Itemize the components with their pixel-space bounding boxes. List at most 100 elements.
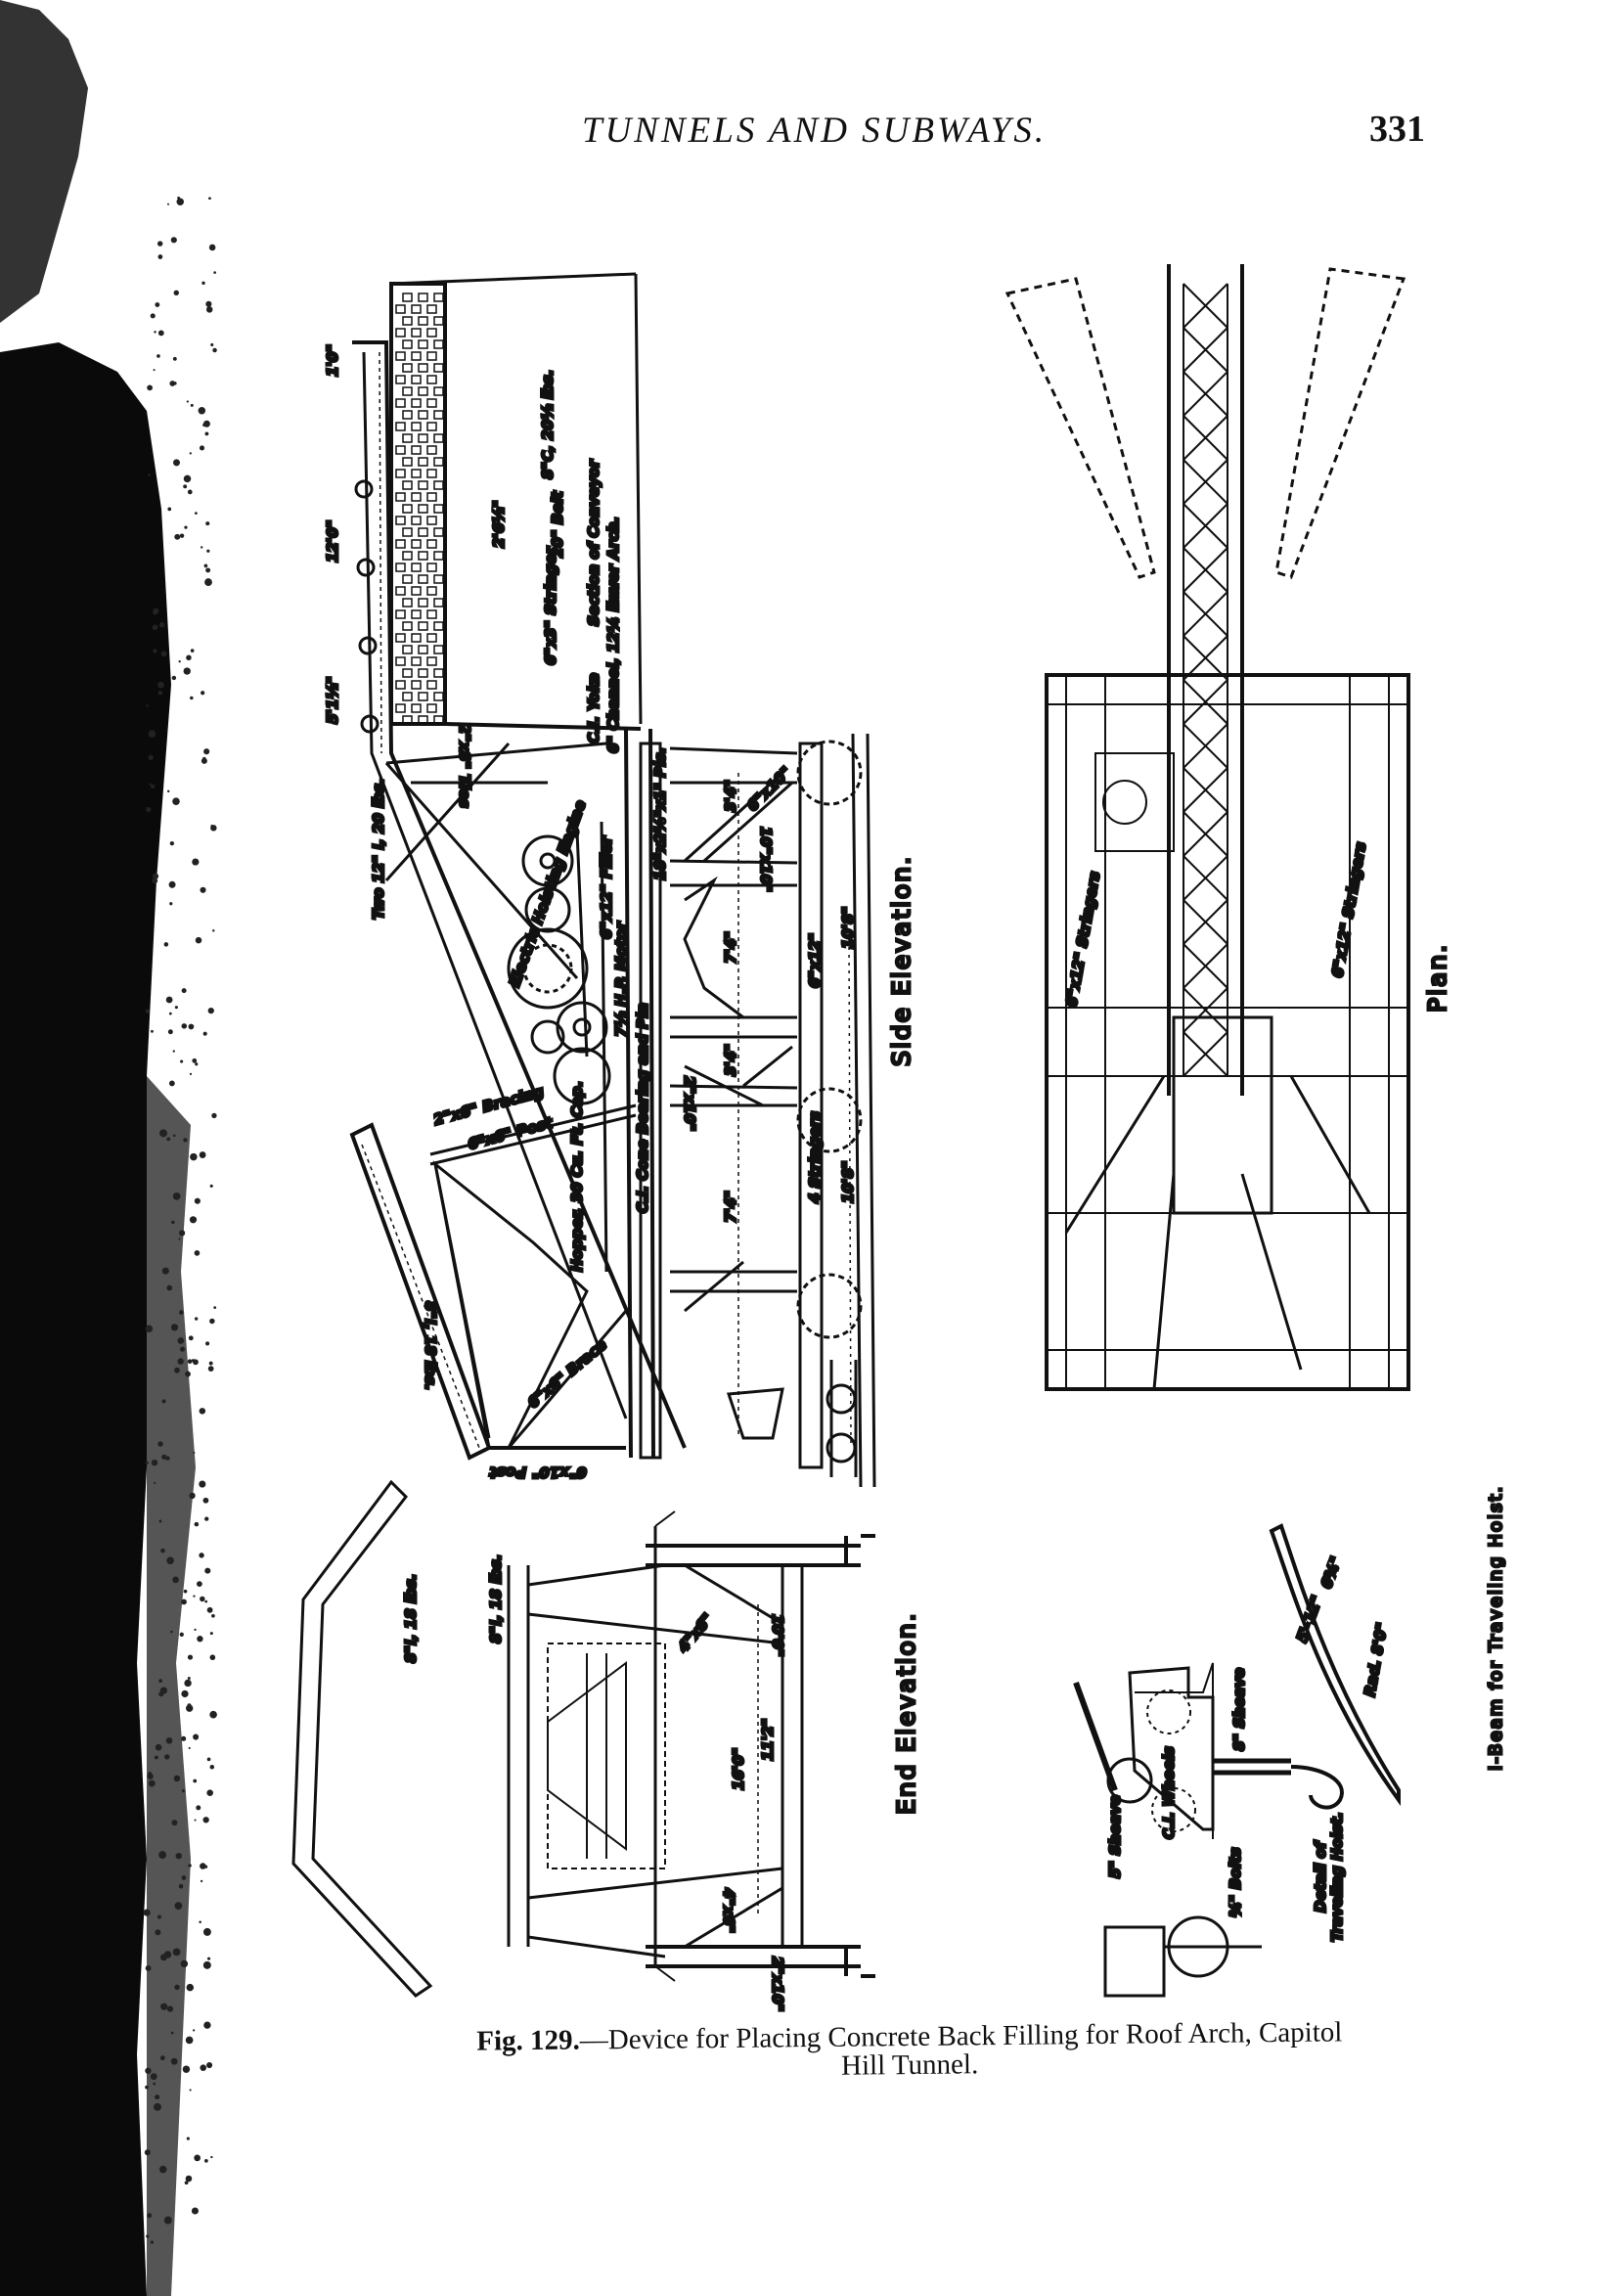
brick [411,492,422,502]
scan-margin-shadow [0,0,196,2296]
lattice-brace [1183,987,1228,1033]
brick [426,586,437,596]
scan-speck [183,474,192,483]
scan-speck [207,1366,214,1372]
scan-speck [199,1408,206,1415]
brick [411,422,422,431]
scan-speck [210,342,214,347]
scan-speck [168,1080,175,1087]
brick [426,469,437,478]
scan-speck [145,2067,152,2074]
brick [433,339,444,349]
dim-label: 2'6½" [490,500,508,548]
scan-speck [160,1548,165,1553]
brick [426,656,437,666]
lattice-brace [1183,283,1228,329]
scan-speck [206,1789,213,1796]
brick [395,563,406,572]
brick [433,692,444,701]
scan-speck [154,1481,156,1484]
scan-speck [208,244,216,251]
scan-speck [171,675,177,681]
brick [418,692,428,701]
part-label: 6"x12" Stringers [1062,870,1103,1008]
brick [433,457,444,467]
brick [426,539,437,549]
scan-speck [152,624,158,631]
scan-speck [172,1948,181,1957]
scan-speck [182,2065,191,2073]
section-title-2: over Arch. [604,517,622,602]
scan-speck [179,1230,186,1237]
scan-speck [199,1151,206,1158]
part-label: 2"x10" [769,1957,786,2012]
scan-speck [155,302,160,307]
scan-speck [159,2055,165,2061]
scan-speck [159,1687,168,1694]
scan-speck [205,521,210,526]
dim-label: 12'0" [324,519,341,563]
brick [402,339,413,349]
scan-speck [173,290,179,295]
part-label: 6"x12" Filler [598,834,615,939]
scan-speck [178,1310,184,1315]
brick [395,656,406,666]
dim-label: 1'0" [324,344,341,377]
brick [402,645,413,654]
scan-speck [195,512,198,516]
brick [426,492,437,502]
scan-speck [205,306,213,313]
scan-speck [204,431,209,436]
lattice-brace [1183,811,1228,857]
running-title: TUNNELS AND SUBWAYS. [582,111,1048,151]
brick [395,375,406,384]
brick [433,598,444,608]
scan-speck [147,384,153,391]
brick [411,703,422,713]
plan-title: Plan. [1423,943,1451,1013]
brick [402,504,413,514]
scan-speck [145,1325,154,1333]
brick [402,598,413,608]
scan-speck [150,1029,154,1033]
scan-speck [194,1197,201,1204]
brick [395,445,406,455]
scan-speck [145,2085,149,2090]
scan-speck [170,1630,173,1634]
scan-speck [202,423,206,428]
scan-speck [193,1595,196,1598]
scan-speck [153,2102,161,2111]
scan-speck [189,1492,196,1500]
scan-speck [161,1267,169,1275]
scan-speck [169,840,175,846]
scan-speck [208,197,211,201]
brick [418,457,428,467]
scan-speck [170,1324,179,1331]
scan-speck [148,473,151,476]
dim-label: 11'2" [759,1718,777,1761]
part-label: 8"I, 18 lbs. [487,1554,505,1643]
scan-speck [166,1284,173,1291]
brick [433,527,444,537]
scan-speck [168,1012,172,1015]
brick [433,551,444,561]
brick [395,328,406,338]
scan-speck [145,1009,151,1013]
scan-speck [194,1628,197,1632]
scan-speck [144,2149,151,2156]
scan-speck [205,300,212,307]
part-label: C.I. Wheels [1160,1746,1178,1839]
part-label: Two 12" I, 20 lbs. [370,778,387,920]
part-label: 6"x12" Stringers [1328,840,1369,978]
side-elevation [349,272,876,1488]
scan-speck [169,381,176,386]
scan-speck [166,1556,174,1565]
scan-speck [204,1599,208,1603]
scan-speck [187,1677,191,1680]
brick [418,316,428,326]
scan-speck [155,1929,161,1936]
part-label: 6"x6" Brace [524,1335,610,1412]
scan-speck [166,1137,171,1142]
brick [433,316,444,326]
lattice-brace [1183,767,1228,813]
